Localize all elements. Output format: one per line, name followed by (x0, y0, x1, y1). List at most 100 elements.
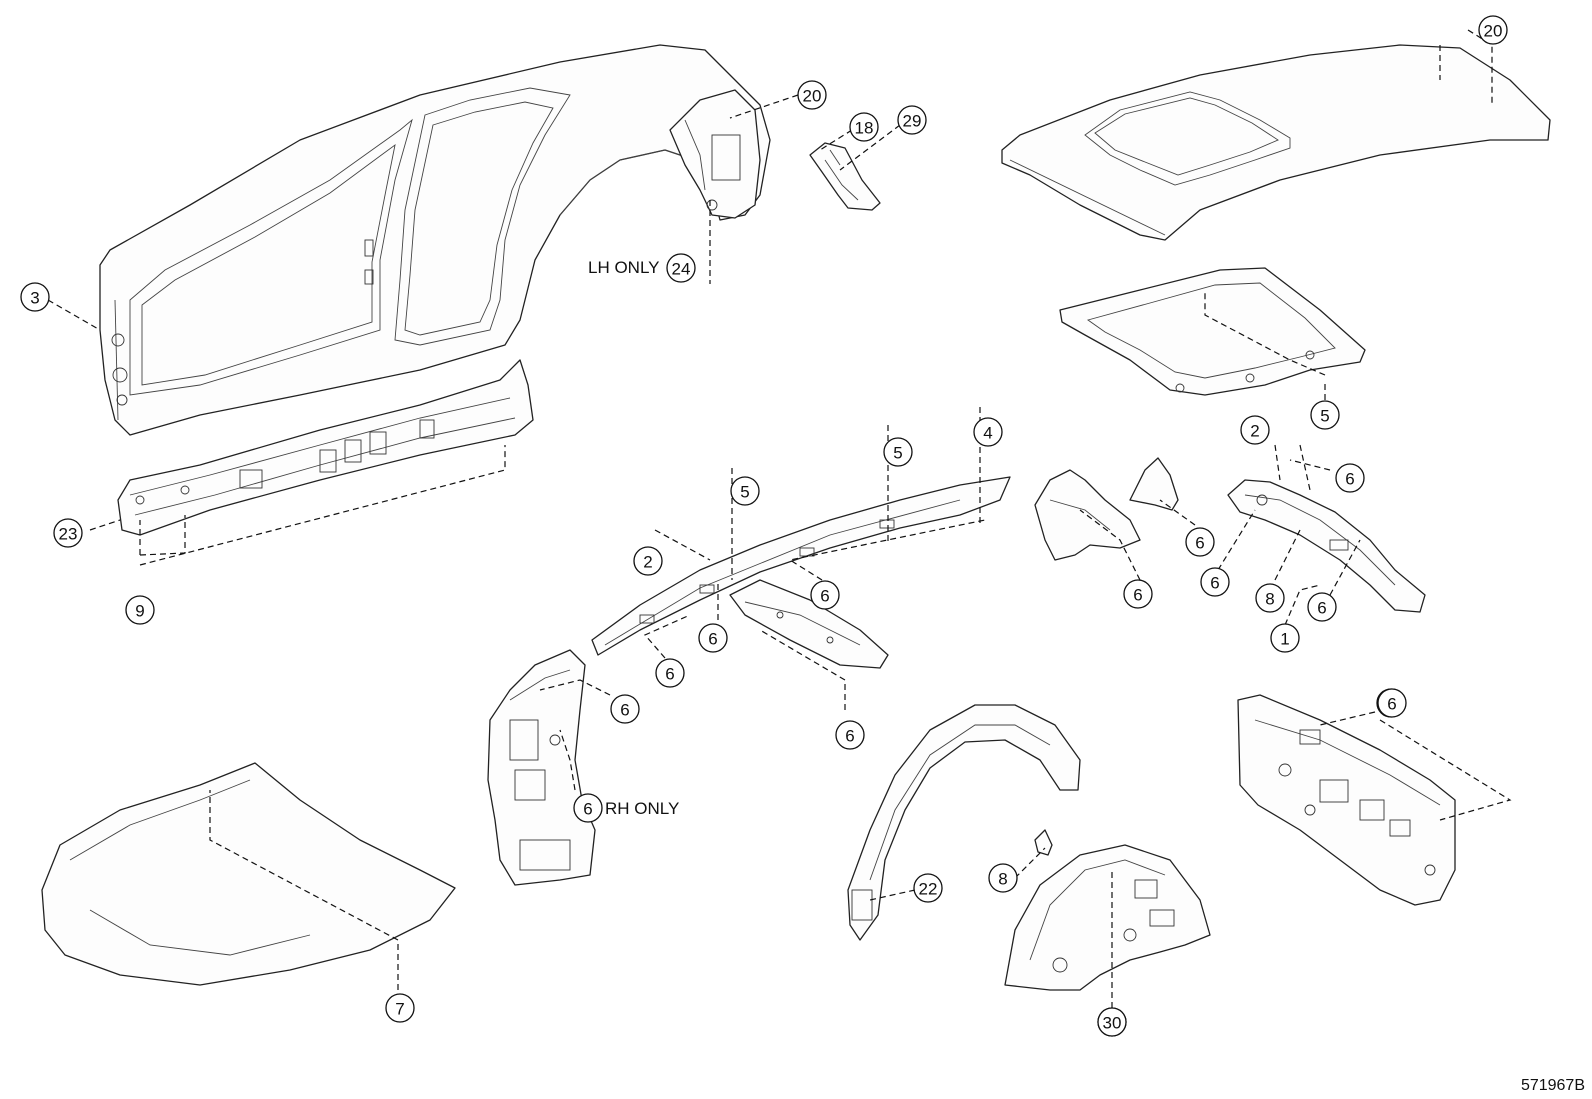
callout-6: 6 (1200, 567, 1230, 597)
callout-number: 5 (893, 444, 902, 463)
callout-number: 4 (983, 424, 992, 443)
callout-number: 8 (998, 870, 1007, 889)
callout-4: 4 (973, 417, 1003, 447)
callout-circle (835, 720, 865, 750)
callout-circle (1240, 415, 1270, 445)
callout-5: 5 (883, 437, 913, 467)
callout-number: 6 (1133, 586, 1142, 605)
callout-2: 2 (1240, 415, 1270, 445)
callout-number: 22 (919, 880, 938, 899)
roof-panel (1001, 44, 1551, 241)
callout-number: 6 (1387, 695, 1396, 714)
callout-circle (1270, 623, 1300, 653)
callout-number: 6 (708, 630, 717, 649)
side-body-outer-panel (99, 44, 771, 436)
rear-floor-side-member (1227, 479, 1426, 613)
callout-number: 6 (820, 587, 829, 606)
callout-group: 2018293242023952654526666666816666622830… (20, 15, 1508, 1037)
callout-circle (633, 546, 663, 576)
callout-number: 24 (672, 260, 691, 279)
callout-6: 6 (1185, 527, 1215, 557)
callout-8: 8 (1255, 583, 1285, 613)
callout-circle (1310, 400, 1340, 430)
callout-number: 20 (1484, 22, 1503, 41)
roof-side-rail (591, 476, 1011, 656)
callout-24: 24 (666, 253, 696, 283)
callout-circle (810, 580, 840, 610)
callout-circle (610, 694, 640, 724)
note-rh-only: RH ONLY (605, 799, 679, 818)
callout-circle (20, 282, 50, 312)
callout-circle (1377, 688, 1407, 718)
callout-number: 6 (1317, 599, 1326, 618)
callout-circle (1335, 463, 1365, 493)
callout-30: 30 (1097, 1007, 1127, 1037)
callout-6: 6 (835, 720, 865, 750)
rear-wheelhouse-outer (847, 704, 1081, 941)
bracket-18-29 (809, 142, 881, 211)
callout-number: 29 (903, 112, 922, 131)
callout-number: 6 (845, 727, 854, 746)
callout-number: 9 (135, 602, 144, 621)
front-pillar-inner-panel (487, 649, 596, 886)
callout-7: 7 (385, 993, 415, 1023)
callout-circle (53, 518, 83, 548)
leader-lines (47, 29, 1512, 1008)
callout-6: 6 (1307, 592, 1337, 622)
callout-20: 20 (1478, 15, 1508, 45)
callout-number: 3 (30, 289, 39, 308)
callout-5: 5 (1310, 400, 1340, 430)
callout-22: 22 (913, 873, 943, 903)
callout-circle (1185, 527, 1215, 557)
quarter-inner-bracket (669, 89, 761, 219)
callout-circle (1255, 583, 1285, 613)
callout-number: 30 (1103, 1014, 1122, 1033)
callout-23: 23 (53, 518, 83, 548)
callout-number: 5 (740, 483, 749, 502)
callout-29: 29 (897, 105, 927, 135)
callout-6: 6 (1377, 688, 1407, 718)
callout-number: 6 (1345, 470, 1354, 489)
back-panel (1237, 694, 1456, 906)
rear-wheelhouse-inner (1004, 844, 1211, 991)
diagram-reference-id: 571967B (1521, 1077, 1585, 1094)
callout-circle (666, 253, 696, 283)
callout-6: 6 (810, 580, 840, 610)
callout-circle (1200, 567, 1230, 597)
callout-circle (913, 873, 943, 903)
callout-6: 6 (698, 623, 728, 653)
callout-circle (988, 863, 1018, 893)
hood-panel (41, 762, 456, 986)
callout-circle (897, 105, 927, 135)
sunroof-reinforcement-frame (1059, 267, 1366, 396)
callout-number: 8 (1265, 590, 1274, 609)
callout-number: 1 (1280, 630, 1289, 649)
callout-6: 6 (655, 658, 685, 688)
callout-3: 3 (20, 282, 50, 312)
callout-9: 9 (125, 595, 155, 625)
callout-1: 1 (1270, 623, 1300, 653)
callout-circle (797, 80, 827, 110)
callout-number: 20 (803, 87, 822, 106)
callout-number: 2 (1250, 422, 1259, 441)
callout-circle (849, 112, 879, 142)
callout-20: 20 (797, 80, 827, 110)
callout-8: 8 (988, 863, 1018, 893)
callout-2: 2 (633, 546, 663, 576)
callout-6: 6 (1123, 579, 1153, 609)
callout-6: 6 (610, 694, 640, 724)
small-clip-30 (1034, 829, 1053, 856)
cowl-top-panel (729, 579, 889, 669)
callout-circle (1097, 1007, 1127, 1037)
callout-circle (1307, 592, 1337, 622)
callout-circle (125, 595, 155, 625)
callout-6: 6 (1335, 463, 1365, 493)
callout-circle (385, 993, 415, 1023)
callout-number: 5 (1320, 407, 1329, 426)
callout-circle (573, 793, 603, 823)
callout-circle (883, 437, 913, 467)
callout-number: 6 (583, 800, 592, 819)
callout-number: 2 (643, 553, 652, 572)
